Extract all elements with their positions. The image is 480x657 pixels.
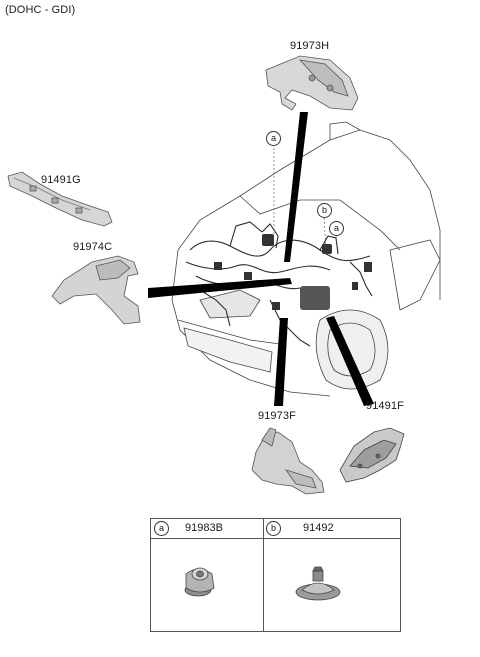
- legend-part-91492: 91492: [303, 522, 334, 534]
- callout-91491F: 91491F: [366, 400, 404, 412]
- leader-wedges: [148, 112, 374, 406]
- part-91491F-drawing: [339, 427, 405, 483]
- part-91491G-drawing: [7, 171, 113, 227]
- legend-marker-a: a: [154, 521, 169, 536]
- marker-b: b: [317, 203, 332, 218]
- part-91492-drawing: [295, 566, 341, 601]
- callout-91973H: 91973H: [290, 40, 330, 52]
- callout-91491G: 91491G: [41, 174, 81, 186]
- vehicle-outline: [171, 121, 441, 397]
- part-91983B-drawing: [184, 567, 215, 597]
- marker-a-mid: a: [329, 221, 344, 236]
- legend-column-divider: [263, 519, 264, 631]
- parts-legend-table: a 91983B b 91492: [150, 518, 401, 632]
- part-91974C-drawing: [51, 255, 141, 325]
- legend-part-91983B: 91983B: [185, 522, 223, 534]
- connector-blocks: [214, 234, 372, 310]
- legend-marker-b: b: [266, 521, 281, 536]
- callout-91974C: 91974C: [73, 241, 113, 253]
- marker-a-top: a: [266, 131, 281, 146]
- callout-91973F: 91973F: [258, 410, 296, 422]
- part-91973H-drawing: [265, 55, 359, 111]
- legend-header-row: [151, 519, 400, 539]
- variant-label: (DOHC - GDI): [5, 4, 76, 16]
- part-91973F-drawing: [251, 427, 325, 495]
- dashed-leaders: [273, 148, 339, 251]
